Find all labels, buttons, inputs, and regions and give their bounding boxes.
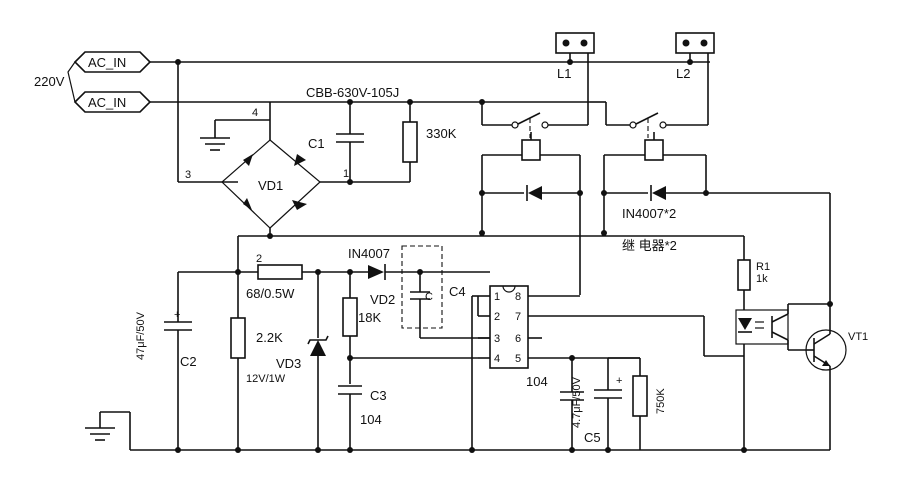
junction <box>601 230 607 236</box>
supply-voltage-label: 220V <box>34 74 65 89</box>
capacitor-c2: + C2 47μF/50V <box>135 272 197 450</box>
capacitor-c3: C3 104 <box>338 385 387 450</box>
relay-switch-1 <box>481 102 588 138</box>
capacitor-104: 104 4.7μF/50V <box>526 358 584 450</box>
resistor-r1: R1 1k <box>737 259 770 310</box>
ic-pin-3: 3 <box>494 333 500 345</box>
ic-pin-4: 4 <box>494 353 500 365</box>
transistor-vt1: VT1 <box>805 193 868 450</box>
relay-switch-2 <box>590 101 708 138</box>
zener-diode-vd3: 2.2K VD3 12V/1W <box>246 272 329 450</box>
c5-plus: + <box>616 375 622 387</box>
c2-rating-label: 47μF/50V <box>135 311 147 360</box>
c2-plus: + <box>174 309 180 321</box>
c3-value-label: 104 <box>360 412 382 427</box>
ac-in-connector-bottom: AC_IN <box>73 91 152 113</box>
junction <box>347 179 353 185</box>
vt1-label: VT1 <box>848 331 868 343</box>
ac-in-label-top: AC_IN <box>88 55 126 70</box>
relay-terminal-l2: L2 <box>675 32 715 125</box>
c5-label: C5 <box>584 430 601 445</box>
ground-symbol-bottom <box>85 411 131 450</box>
junction <box>315 447 321 453</box>
r330k-label: 330K <box>426 126 457 141</box>
ic-pin-5: 5 <box>515 353 521 365</box>
junction <box>479 230 485 236</box>
r1-value-label: 1k <box>756 273 768 285</box>
relay-pair-label: 继 电器*2 <box>622 238 677 253</box>
ground-symbol-top <box>200 119 270 151</box>
resistor-18k: 18K <box>342 272 381 384</box>
diode-in4007: IN4007 <box>348 246 490 280</box>
bridge-pin1-label: 1 <box>343 168 349 180</box>
junction <box>175 447 181 453</box>
bridge-rectifier-vd1: VD1 <box>221 139 321 236</box>
resistor-load-left <box>230 317 246 450</box>
junction <box>235 447 241 453</box>
c-small-label: C <box>425 291 433 303</box>
r18k-label: 18K <box>358 310 381 325</box>
cbb-label: CBB-630V-105J <box>306 85 399 100</box>
l1-label: L1 <box>557 66 571 81</box>
r22k-label: 2.2K <box>256 330 283 345</box>
c1-label: C1 <box>308 136 325 151</box>
ac-in-label-bottom: AC_IN <box>88 95 126 110</box>
ic-pin-1: 1 <box>494 291 500 303</box>
optocoupler <box>703 303 830 450</box>
vd3-label: VD3 <box>276 356 301 371</box>
relay-terminal-l1: L1 <box>555 32 595 125</box>
junction <box>267 233 273 239</box>
in4007-pair-label: IN4007*2 <box>622 206 676 221</box>
capacitor-c1: C1 <box>308 102 364 182</box>
capacitor-c5: + C5 <box>584 358 622 450</box>
resistor-330k: 330K <box>402 102 457 182</box>
r750k-label: 750K <box>655 388 667 414</box>
resistor-68-ohm: 68/0.5W <box>178 264 368 301</box>
ic-pin-7: 7 <box>515 311 521 323</box>
r68-label: 68/0.5W <box>246 286 295 301</box>
ic-pin-8: 8 <box>515 291 521 303</box>
r1-label: R1 <box>756 261 770 273</box>
vd1-label: VD1 <box>258 178 283 193</box>
c3-label: C3 <box>370 388 387 403</box>
relay-coil-1 <box>482 132 580 161</box>
flyback-diode-2: IN4007*2 <box>601 155 830 233</box>
c104-label: 104 <box>526 374 548 389</box>
ic-pin-6: 6 <box>515 333 521 345</box>
vd2-label: VD2 <box>370 292 395 307</box>
bridge-pin3-label: 3 <box>185 169 191 181</box>
vd3-rating-label: 12V/1W <box>246 373 286 385</box>
c2-label: C2 <box>180 354 197 369</box>
ic-8pin-timer: 1 2 3 4 8 7 6 5 <box>478 285 704 369</box>
resistor-750k: 750K <box>632 358 667 450</box>
c4-label: C4 <box>449 284 466 299</box>
bridge-pin4-label: 4 <box>252 107 258 119</box>
bridge-pin2-label: 2 <box>256 253 262 265</box>
junction <box>347 447 353 453</box>
in4007-label: IN4007 <box>348 246 390 261</box>
ic-pin-2: 2 <box>494 311 500 323</box>
flyback-diode-1 <box>479 155 583 295</box>
l2-label: L2 <box>676 66 690 81</box>
c5-rating-label: 4.7μF/50V <box>571 376 583 428</box>
ac-in-connector-top: AC_IN <box>73 51 152 73</box>
vd2-dashed-module: C VD2 <box>370 245 443 338</box>
relay-coil-2 <box>604 132 706 161</box>
ac-brace <box>67 61 76 103</box>
